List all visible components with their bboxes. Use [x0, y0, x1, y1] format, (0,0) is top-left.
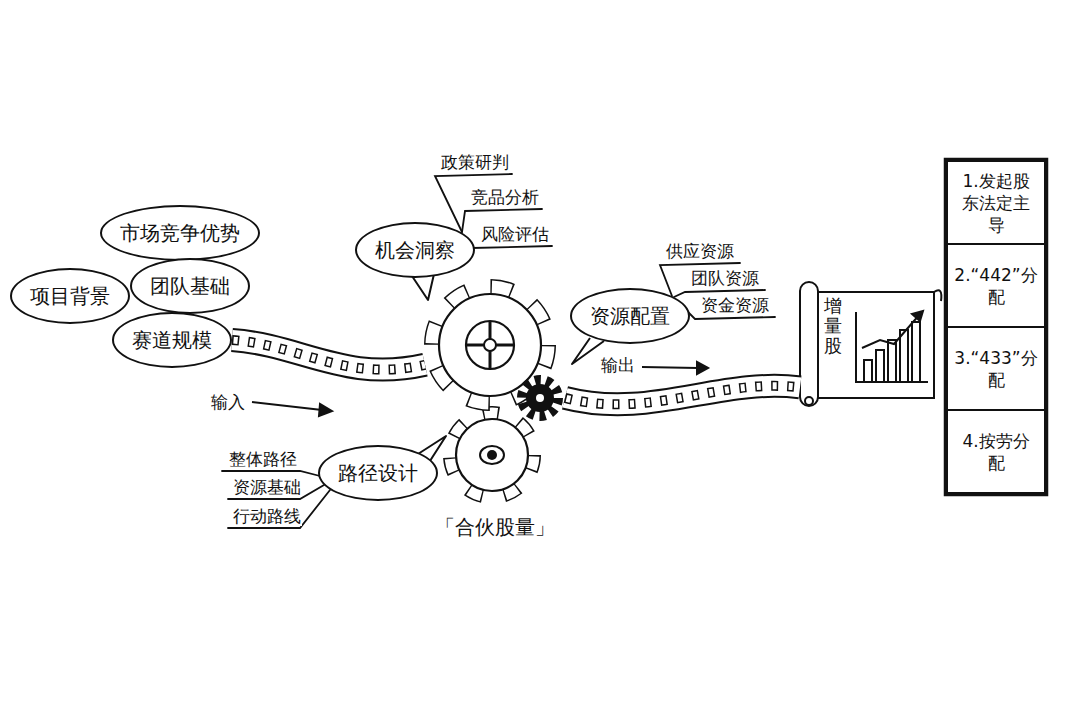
gear-symbol — [466, 321, 514, 369]
table-cell: 3.“433”分配 — [946, 326, 1046, 411]
leader-line — [222, 471, 320, 476]
flow-arrow — [697, 362, 708, 374]
band-connector — [232, 340, 425, 370]
branch-label: 整体路径 — [228, 449, 298, 469]
node-text: 市场竞争优势 — [120, 221, 240, 245]
table-cell: 4.按劳分配 — [946, 409, 1046, 494]
node-text: 团队基础 — [150, 274, 230, 298]
table-cell: 1.发起股东法定主导 — [946, 160, 1046, 245]
topic-cloud: 赛道规模 — [112, 312, 232, 368]
band-connector — [232, 340, 425, 370]
chart-icon — [862, 314, 920, 348]
band-connector — [565, 386, 800, 404]
node-text: 机会洞察 — [375, 238, 455, 262]
node-text: 资源配置 — [590, 304, 670, 328]
node-text: 「合伙股量」 — [435, 515, 555, 539]
scroll-symbol — [812, 292, 934, 398]
gear-symbol — [522, 380, 558, 416]
gear-symbol — [480, 446, 504, 464]
topic-cloud: 资源配置 — [570, 288, 690, 344]
node-text: 4.按劳分配 — [954, 430, 1038, 474]
chart-icon — [856, 311, 928, 382]
chart-icon — [912, 311, 923, 321]
branch-label: 团队资源 — [690, 268, 760, 288]
scroll-symbol — [805, 397, 813, 405]
band-connector — [232, 340, 425, 370]
gear-symbol — [522, 380, 558, 416]
table-frame — [945, 159, 1047, 495]
branch-label: 政策研判 — [440, 152, 510, 172]
node-text: 增量股 — [824, 296, 842, 355]
node-text: 项目背景 — [30, 284, 110, 308]
branch-label: 竞品分析 — [470, 187, 540, 207]
topic-cloud: 机会洞察 — [355, 222, 475, 278]
node-text: 赛道规模 — [132, 328, 212, 352]
leader-line — [222, 174, 775, 528]
gear-symbol — [450, 413, 534, 497]
gear-symbol — [450, 413, 534, 497]
node-text: 2.“442”分配 — [954, 264, 1038, 308]
topic-cloud: 市场竞争优势 — [100, 205, 260, 261]
topic-cloud: 项目背景 — [10, 268, 130, 324]
node-text: 1.发起股东法定主导 — [954, 170, 1038, 236]
band-connector — [565, 386, 800, 404]
branch-label: 资源基础 — [232, 477, 302, 497]
scroll-symbol — [800, 282, 818, 406]
flow-label: 输入 — [210, 392, 246, 412]
node-text: 3.“433”分配 — [954, 347, 1038, 391]
node-text: 路径设计 — [338, 461, 418, 485]
band-connector — [565, 386, 800, 404]
gear-symbol — [526, 384, 554, 412]
flow-label: 输出 — [600, 355, 636, 375]
gear-symbol — [484, 339, 496, 351]
band-connector — [232, 340, 425, 370]
band-connector — [232, 340, 425, 370]
gear-symbol — [456, 419, 528, 491]
branch-label: 风险评估 — [480, 224, 550, 244]
chart-icon — [864, 360, 872, 382]
scroll-box: 增量股 — [800, 282, 940, 406]
chart-icon — [888, 340, 896, 382]
gear-symbol — [487, 450, 497, 460]
chart-icon — [876, 350, 884, 382]
scroll-symbol — [934, 290, 941, 301]
flow-arrow — [319, 404, 332, 416]
flow-arrow — [642, 367, 698, 368]
gear-symbol — [536, 394, 544, 402]
topic-cloud: 团队基础 — [130, 258, 250, 314]
chart-icon — [912, 322, 920, 382]
chart-icon — [856, 312, 928, 382]
branch-label: 资金资源 — [700, 295, 770, 315]
chart-icon — [900, 330, 908, 382]
band-connector — [565, 386, 800, 404]
gear-symbol — [450, 413, 534, 497]
topic-cloud: 路径设计 — [318, 445, 438, 501]
scroll-symbol — [800, 282, 941, 406]
flow-arrow — [252, 402, 322, 410]
bubble-tail — [412, 274, 604, 464]
band-connector — [565, 386, 800, 404]
gear-group: 「合伙股量」 — [425, 280, 565, 545]
branch-label: 行动路线 — [232, 506, 302, 526]
table-cell: 2.“442”分配 — [946, 243, 1046, 328]
branch-label: 供应资源 — [665, 241, 735, 261]
